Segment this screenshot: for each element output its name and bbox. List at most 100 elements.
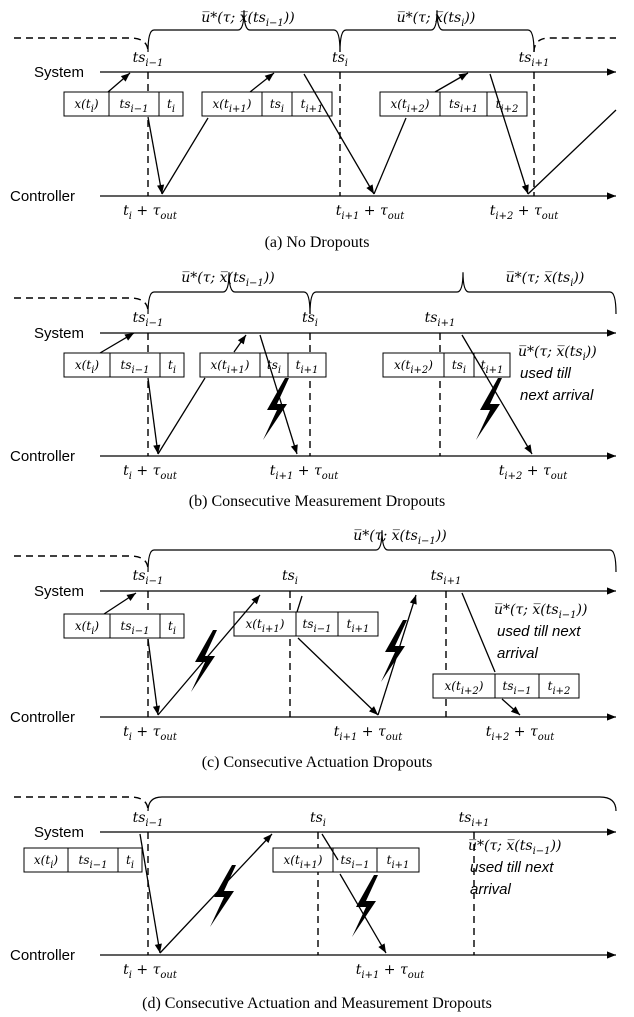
arrow-head (124, 333, 134, 341)
control-brace (309, 272, 617, 315)
controller-axis-head (607, 951, 616, 959)
hold-note: u̅*(τ; x̅(tsi−1)) (468, 838, 561, 857)
packet-field: x(ti+1) (211, 358, 250, 376)
controller-axis-label: Controller (10, 448, 75, 465)
control-brace (147, 530, 617, 573)
packet-field: ti (168, 358, 176, 376)
packet-field: ti+2 (496, 97, 519, 115)
lightning-dropout-icon (381, 620, 407, 682)
packet-cell (486, 91, 528, 117)
system-tick-label: tsi−1 (133, 50, 164, 69)
controller-tick-label: ti+2 + τout (486, 724, 555, 743)
packet-cell (159, 613, 185, 639)
packet-cell (291, 91, 333, 117)
controller-axis-label: Controller (10, 947, 75, 964)
lightning-dropout-icon (191, 630, 217, 692)
packet-cell (108, 91, 160, 117)
packet-field: tsi (270, 97, 284, 115)
packet-cell (439, 91, 488, 117)
packet-field: x(ti+2) (445, 679, 484, 697)
controller-axis-label: Controller (10, 188, 75, 205)
packet-cell (443, 352, 475, 378)
controller-tick-label: ti+1 + τout (270, 463, 339, 482)
arrow-head (157, 184, 165, 194)
arrow-head (369, 706, 378, 715)
packet-field: ti+2 (548, 679, 571, 697)
packet-cell (158, 91, 184, 117)
system-tick-label: tsi (310, 810, 326, 829)
controller-axis-label: Controller (10, 709, 75, 726)
packet-field: x(ti+1) (284, 853, 323, 871)
arrow-head (237, 335, 246, 345)
packet-cell (337, 611, 379, 637)
panel-caption: (d) Consecutive Actuation and Measuremen… (142, 995, 492, 1012)
lightning-dropout-icon (263, 378, 289, 440)
system-axis-head (607, 587, 616, 595)
packet-cell (376, 847, 420, 873)
packet-field: ti (168, 619, 176, 637)
system-tick-label: tsi (302, 310, 318, 329)
system-tick-label: tsi (282, 568, 298, 587)
arrow-head (409, 595, 417, 605)
previous-horizon (14, 796, 149, 812)
system-tick-label: tsi+1 (459, 810, 490, 829)
system-axis-label: System (34, 64, 84, 81)
packet-cell (63, 352, 111, 378)
previous-horizon (14, 555, 149, 571)
packet-cell (538, 673, 580, 699)
system-axis-label: System (34, 583, 84, 600)
system-tick-label: tsi+1 (431, 568, 462, 587)
arrow-head (126, 593, 136, 601)
arrow-head (521, 184, 529, 194)
packet-cell (261, 91, 293, 117)
packet-field: tsi−1 (503, 679, 532, 697)
packet-field: x(ti+1) (246, 617, 285, 635)
system-axis-head (607, 329, 616, 337)
controller-axis-head (607, 192, 616, 200)
control-brace (147, 10, 341, 53)
packet-field: tsi−1 (121, 619, 150, 637)
packet-field: ti+1 (481, 358, 504, 376)
packet-cell (287, 352, 327, 378)
packet-field: tsi (267, 358, 281, 376)
arrow-head (510, 706, 520, 715)
system-axis-label: System (34, 325, 84, 342)
packet-cell (199, 352, 261, 378)
arrow-head (458, 73, 468, 81)
control-brace (147, 272, 311, 315)
system-tick-label: tsi−1 (133, 568, 164, 587)
controller-tick-label: ti + τout (123, 463, 178, 482)
packet-cell (109, 352, 161, 378)
packet-field: ti (167, 97, 175, 115)
packet-field: tsi−1 (79, 853, 108, 871)
packet-field: x(ti) (34, 853, 58, 871)
arrow-head (264, 73, 274, 82)
system-tick-label: tsi−1 (133, 310, 164, 329)
packet-field: x(ti+2) (391, 97, 430, 115)
packet-field: tsi−1 (120, 97, 149, 115)
control-label: u̅*(τ; x̅(tsi−1)) (181, 270, 274, 289)
arrow-head (154, 943, 162, 953)
controller-tick-label: ti + τout (123, 962, 178, 981)
control-brace (339, 10, 535, 53)
hold-note: next arrival (520, 387, 594, 404)
packet-field: ti+1 (301, 97, 324, 115)
lightning-dropout-icon (476, 378, 502, 440)
arrow-head (290, 444, 298, 454)
system-axis-head (607, 68, 616, 76)
controller-tick-label: ti+1 + τout (356, 962, 425, 981)
packet-field: ti+1 (296, 358, 319, 376)
packet-field: x(ti) (74, 97, 98, 115)
arrow-head (524, 444, 532, 454)
hold-note: used till (520, 365, 572, 382)
control-label: u̅*(τ; x̅(tsi−1)) (201, 10, 294, 29)
control-label: u̅*(τ; x̅(tsi−1)) (353, 528, 446, 547)
packet-field: tsi−1 (303, 617, 332, 635)
packet-field: tsi−1 (341, 853, 370, 871)
system-tick-label: tsi+1 (519, 50, 550, 69)
previous-horizon (14, 297, 149, 313)
arrow-head (366, 184, 374, 194)
packet-field: tsi−1 (121, 358, 150, 376)
